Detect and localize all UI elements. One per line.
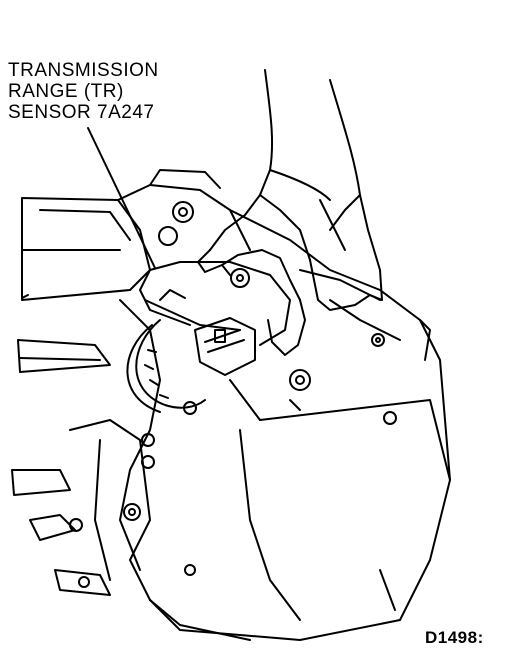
lower-bracket <box>17 339 111 373</box>
callout-leader <box>87 127 156 269</box>
callout-line-1: TRANSMISSION <box>8 60 159 81</box>
bell-housing <box>117 169 251 571</box>
hand-illustration <box>197 69 383 356</box>
tr-sensor-illustration <box>126 261 291 413</box>
callout-line-3: SENSOR 7A247 <box>8 102 155 123</box>
figure-id: D1498: <box>425 628 484 647</box>
bottom-left-hardware <box>11 419 151 601</box>
mount-bracket <box>21 197 151 301</box>
callout-line-2: RANGE (TR) <box>8 81 124 102</box>
callout-label: TRANSMISSION RANGE (TR) SENSOR 7A247 <box>8 60 159 123</box>
transmission-case <box>149 209 451 641</box>
